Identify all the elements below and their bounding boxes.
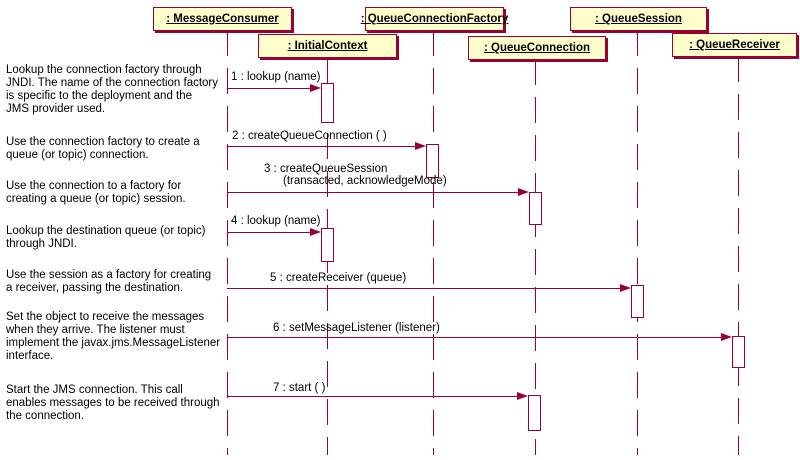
annotation-2: Use the connection factory to create a q… — [6, 136, 200, 161]
arrowhead-icon — [620, 284, 631, 292]
object-box-initial-context: : InitialContext — [258, 34, 397, 58]
message-arrow-3 — [227, 192, 518, 193]
message-arrow-1 — [227, 88, 310, 89]
arrowhead-icon — [518, 188, 529, 196]
message-label-6: 6 : setMessageListener (listener) — [273, 322, 440, 334]
annotation-4: Lookup the destination queue (or topic) … — [6, 225, 206, 250]
arrowhead-icon — [721, 333, 732, 341]
object-label: : QueueReceiver — [689, 39, 780, 51]
activation-bar-3 — [529, 192, 542, 225]
lifeline-queue-connection — [535, 59, 536, 455]
arrowhead-icon — [415, 142, 426, 150]
object-label: : QueueConnection — [483, 42, 591, 54]
activation-bar-4 — [321, 228, 334, 262]
message-arrow-4 — [227, 232, 310, 233]
annotation-5: Use the session as a factory for creatin… — [6, 269, 212, 294]
message-arrow-5 — [227, 288, 620, 289]
lifeline-queue-session — [637, 30, 638, 455]
message-label-3: 3 : createQueueSession — [264, 163, 388, 175]
activation-bar-6 — [732, 336, 745, 368]
message-label-2: 2 : createQueueConnection ( ) — [232, 130, 387, 142]
message-label-3-args: (transacted, acknowledgeMode) — [283, 175, 447, 187]
message-label-4: 4 : lookup (name) — [231, 215, 321, 227]
lifeline-queue-connection-factory — [433, 30, 434, 455]
message-arrow-2 — [227, 146, 415, 147]
annotation-1: Lookup the connection factory through JN… — [6, 64, 219, 115]
activation-bar-7 — [528, 395, 541, 431]
activation-bar-2 — [426, 144, 439, 178]
object-label: : InitialContext — [287, 40, 368, 52]
object-box-queue-connection: : QueueConnection — [468, 36, 606, 60]
arrowhead-icon — [517, 392, 528, 400]
object-box-queue-session: : QueueSession — [570, 7, 707, 31]
message-label-1: 1 : lookup (name) — [231, 71, 321, 83]
message-arrow-6 — [227, 337, 721, 338]
annotation-7: Start the JMS connection. This call enab… — [6, 384, 220, 422]
arrowhead-icon — [310, 228, 321, 236]
object-label: : QueueSession — [595, 13, 682, 25]
object-box-message-consumer: : MessageConsumer — [153, 7, 292, 31]
object-label: : MessageConsumer — [166, 13, 279, 25]
activation-bar-5 — [631, 285, 644, 318]
annotation-6: Set the object to receive the messages w… — [6, 311, 221, 362]
object-box-queue-connection-factory: : QueueConnectionFactory — [361, 7, 508, 31]
object-label: : QueueConnectionFactory — [360, 13, 509, 25]
message-label-7: 7 : start ( ) — [273, 382, 326, 394]
message-label-5: 5 : createReceiver (queue) — [270, 272, 407, 284]
arrowhead-icon — [310, 84, 321, 92]
message-arrow-7 — [227, 396, 517, 397]
lifeline-message-consumer — [227, 30, 228, 455]
object-box-queue-receiver: : QueueReceiver — [672, 33, 797, 57]
lifeline-queue-receiver — [738, 56, 739, 455]
activation-bar-1 — [321, 83, 334, 123]
annotation-3: Use the connection to a factory for crea… — [6, 180, 186, 205]
